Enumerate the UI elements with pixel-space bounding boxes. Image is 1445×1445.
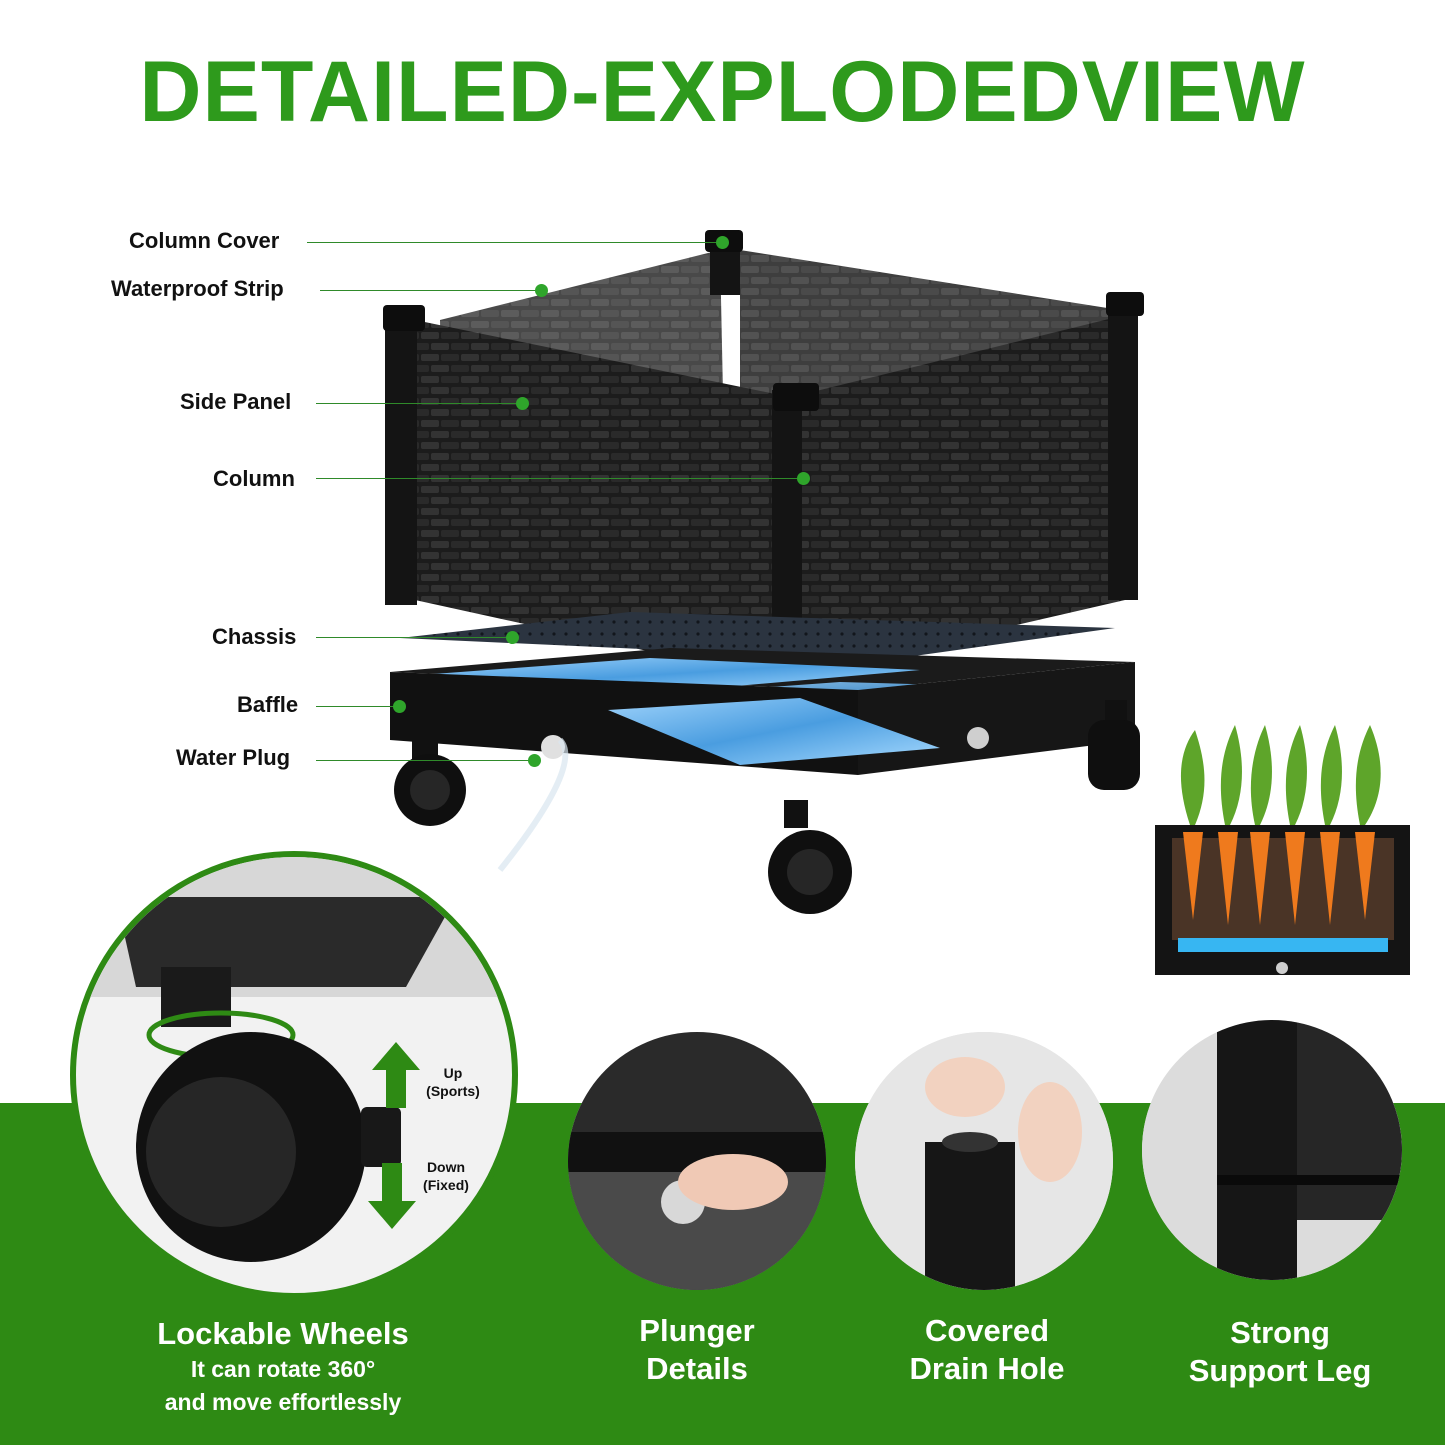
leg-caption: Strong Support Leg: [1150, 1314, 1410, 1390]
wheel-closeup-graphic: [76, 857, 512, 1262]
planter-exploded-illustration: [383, 230, 1144, 914]
leader-line: [316, 478, 800, 479]
callout-dot: [516, 397, 529, 410]
support-leg-graphic: [1142, 1020, 1402, 1280]
drain-caption: Covered Drain Hole: [862, 1312, 1112, 1388]
leader-line: [316, 637, 509, 638]
callout-dot: [716, 236, 729, 249]
lockable-wheel-detail-image: [70, 851, 518, 1299]
leg-caption-line2: Support Leg: [1188, 1353, 1372, 1388]
callout-waterproof-strip: Waterproof Strip: [111, 276, 284, 301]
leader-line: [320, 290, 538, 291]
drain-caption-line1: Covered: [924, 1313, 1050, 1348]
callout-baffle: Baffle: [237, 692, 299, 717]
arrow-up-text: Up: [443, 1065, 463, 1081]
carrot-planter-inset-image: [1155, 725, 1410, 975]
callout-dot: [506, 631, 519, 644]
callout-column-cover: Column Cover: [129, 228, 280, 253]
arrow-down-label: Down (Fixed): [405, 1158, 487, 1194]
arrow-up-subtext: (Sports): [426, 1083, 480, 1099]
callout-dot: [528, 754, 541, 767]
arrow-up-label: Up (Sports): [412, 1064, 494, 1100]
callout-water-plug: Water Plug: [176, 745, 291, 770]
arrow-down-subtext: (Fixed): [423, 1177, 469, 1193]
plunger-graphic: [568, 1032, 826, 1290]
wheels-caption-title: Lockable Wheels: [157, 1316, 409, 1351]
arrow-down-icon: [368, 1163, 416, 1229]
plunger-caption: Plunger Details: [577, 1312, 817, 1388]
callout-side-panel: Side Panel: [180, 389, 292, 414]
support-leg-detail-image: [1142, 1020, 1402, 1280]
drain-hole-graphic: [855, 1032, 1113, 1290]
drain-caption-line2: Drain Hole: [909, 1351, 1065, 1386]
wheels-caption-line2: and move effortlessly: [164, 1389, 402, 1415]
arrow-up-icon: [372, 1042, 420, 1108]
drain-hole-detail-image: [855, 1032, 1113, 1290]
plunger-detail-image: [568, 1032, 826, 1290]
callout-dot: [797, 472, 810, 485]
wheels-caption-line1: It can rotate 360°: [190, 1356, 376, 1382]
callout-chassis: Chassis: [212, 624, 297, 649]
callout-column: Column: [213, 466, 295, 491]
callout-dot: [535, 284, 548, 297]
leader-line: [316, 760, 531, 761]
callout-dot: [393, 700, 406, 713]
plunger-caption-line1: Plunger: [639, 1313, 755, 1348]
leader-line: [316, 403, 519, 404]
leader-line: [307, 242, 719, 243]
wheels-caption: Lockable Wheels It can rotate 360° and m…: [103, 1315, 463, 1419]
plunger-caption-line2: Details: [646, 1351, 748, 1386]
arrow-down-text: Down: [426, 1159, 466, 1175]
page-title: DETAILED-EXPLODEDVIEW: [139, 44, 1306, 140]
leg-caption-line1: Strong: [1230, 1315, 1330, 1350]
leader-line: [316, 706, 396, 707]
